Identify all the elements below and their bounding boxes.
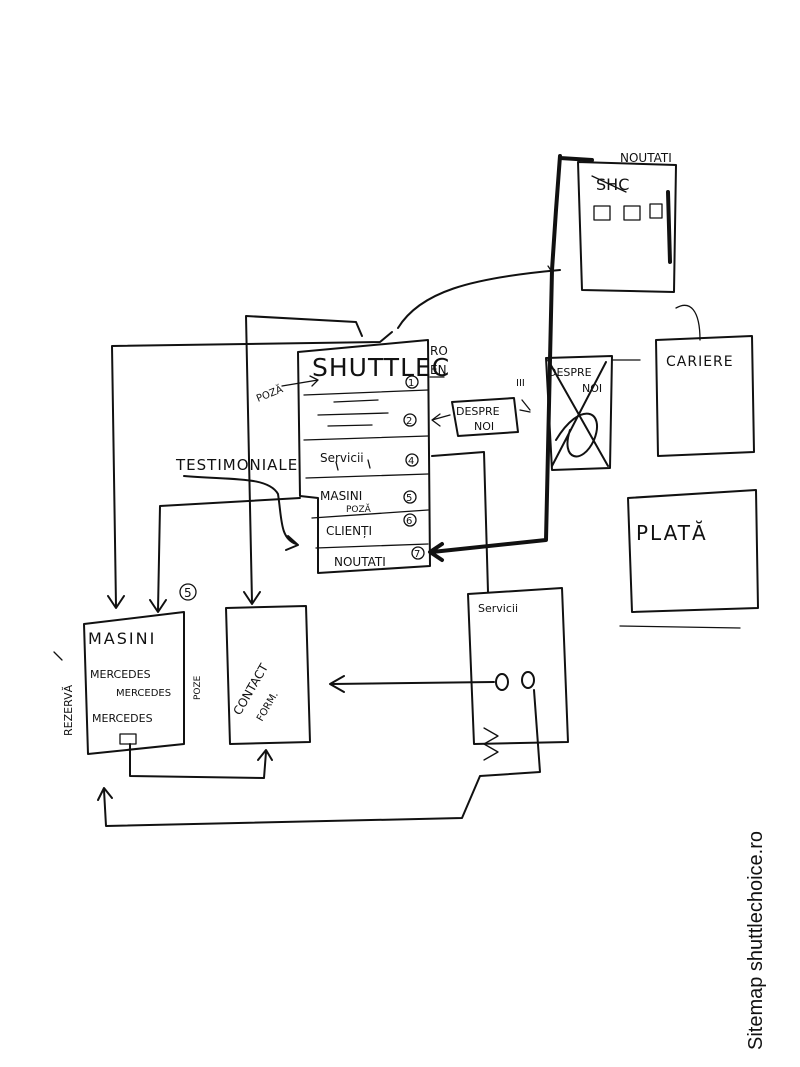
contact-form-page: CONTACT FORM. bbox=[225, 605, 311, 745]
plata-page: PLATĂ bbox=[619, 489, 759, 629]
lang-en: EN bbox=[430, 363, 447, 377]
section-servicii: Servicii bbox=[320, 451, 364, 465]
triple-mark: III bbox=[516, 378, 525, 389]
masini-num: 5 bbox=[184, 586, 192, 600]
home-page: SHUTTLEC RO EN 1 2 Servicii 4 MASINI POZ… bbox=[297, 339, 450, 574]
despre-noi-crossed: DESPRE NOI bbox=[545, 355, 641, 471]
testimoniale-label: TESTIMONIALE bbox=[175, 456, 298, 474]
masini-item-2: MERCEDES bbox=[116, 688, 171, 699]
section-num-4: 4 bbox=[408, 456, 414, 467]
section-num-1: 1 bbox=[408, 378, 414, 389]
contact-text-b: FORM. bbox=[255, 690, 281, 724]
masini-item-3: MERCEDES bbox=[92, 712, 153, 725]
section-masini-poza: POZĂ bbox=[346, 503, 372, 515]
cariere-page: CARIERE bbox=[655, 304, 755, 457]
masini-page: MASINI 5 MERCEDES MERCEDES MERCEDES bbox=[83, 583, 197, 755]
section-num-6: 6 bbox=[406, 516, 412, 527]
section-num-7: 7 bbox=[414, 549, 420, 560]
servicii-title: Servicii bbox=[478, 602, 518, 615]
poza-label: POZĂ bbox=[254, 382, 285, 404]
despre-noi-box: DESPRE NOI bbox=[451, 397, 519, 437]
sitemap-caption: Sitemap shuttlechoice.ro bbox=[745, 830, 767, 1050]
servicii-page: Servicii bbox=[467, 587, 569, 761]
poze-label: POZE bbox=[193, 675, 203, 700]
section-num-2: 2 bbox=[406, 416, 412, 427]
section-masini: MASINI bbox=[320, 489, 362, 503]
despre-noi-text-b: NOI bbox=[474, 420, 494, 433]
masini-title: MASINI bbox=[88, 629, 156, 648]
noutati-page: NOUTATI SHC bbox=[577, 151, 677, 293]
cariere-title: CARIERE bbox=[666, 354, 734, 370]
rezerva-label: REZERVĂ bbox=[62, 684, 75, 736]
section-num-5: 5 bbox=[406, 493, 412, 504]
lang-ro: RO bbox=[430, 344, 448, 358]
masini-item-1: MERCEDES bbox=[90, 668, 151, 681]
section-noutati: NOUTATI bbox=[334, 555, 386, 569]
despre-noi-text-a: DESPRE bbox=[456, 405, 500, 418]
home-logo: SHUTTLEC bbox=[312, 353, 450, 382]
despre-crossed-a: DESPRE bbox=[548, 366, 592, 379]
section-clienti: CLIENȚI bbox=[326, 524, 372, 538]
plata-title: PLATĂ bbox=[636, 521, 708, 545]
noutati-title: NOUTATI bbox=[620, 151, 672, 165]
